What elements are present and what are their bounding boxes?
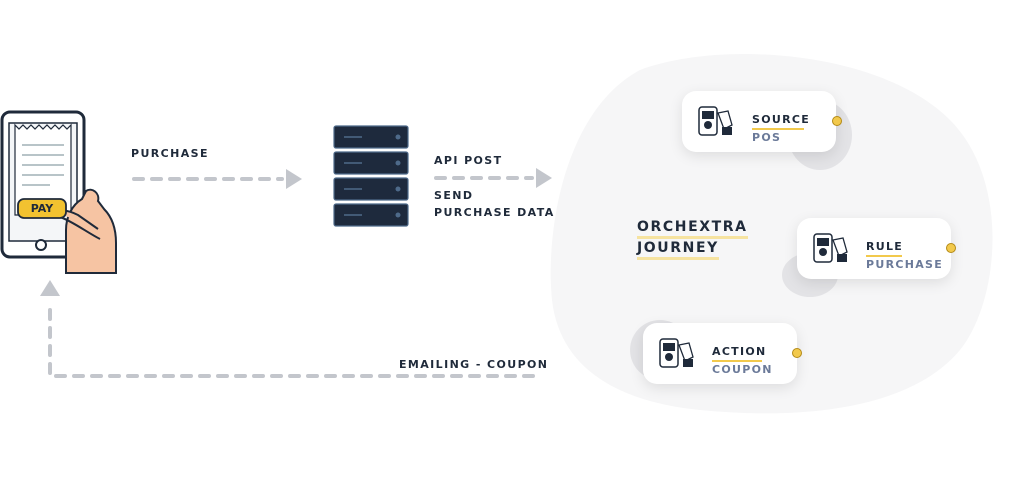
email-coupon-arrow: [40, 280, 536, 378]
rule-card-subtitle: PURCHASE: [866, 258, 944, 271]
server-icon: [333, 125, 409, 227]
action-card[interactable]: ACTION COUPON: [643, 323, 797, 384]
action-card-title: ACTION: [712, 345, 767, 358]
journey-title-line1: ORCHEXTRA: [637, 218, 748, 239]
purchase-data-label: PURCHASE DATA: [434, 206, 555, 219]
action-card-subtitle: COUPON: [712, 363, 773, 376]
rule-card-underline: [866, 255, 902, 257]
action-card-connector-dot: [792, 348, 802, 358]
journey-title-line2: JOURNEY: [637, 239, 719, 260]
pos-terminal-icon: [659, 338, 694, 368]
rule-card-connector-dot: [946, 243, 956, 253]
pos-terminal-icon: [698, 106, 733, 136]
api-post-arrow: [434, 168, 552, 188]
purchase-arrow: [132, 169, 302, 189]
pay-button-label: PAY: [30, 202, 54, 215]
source-card-connector-dot: [832, 116, 842, 126]
emailing-coupon-label: EMAILING - COUPON: [399, 358, 549, 371]
api-post-label: API POST: [434, 154, 503, 167]
pos-terminal-icon: [813, 233, 848, 263]
purchase-label: PURCHASE: [131, 147, 209, 160]
rule-card-title: RULE: [866, 240, 904, 253]
send-label: SEND: [434, 189, 474, 202]
source-card-subtitle: POS: [752, 131, 782, 144]
source-card[interactable]: SOURCE POS: [682, 91, 836, 152]
rule-card[interactable]: RULE PURCHASE: [797, 218, 951, 279]
phone-pay-icon: [0, 110, 117, 274]
source-card-title: SOURCE: [752, 113, 811, 126]
source-card-underline: [752, 128, 804, 130]
action-card-underline: [712, 360, 762, 362]
journey-title: ORCHEXTRA JOURNEY: [637, 218, 748, 260]
